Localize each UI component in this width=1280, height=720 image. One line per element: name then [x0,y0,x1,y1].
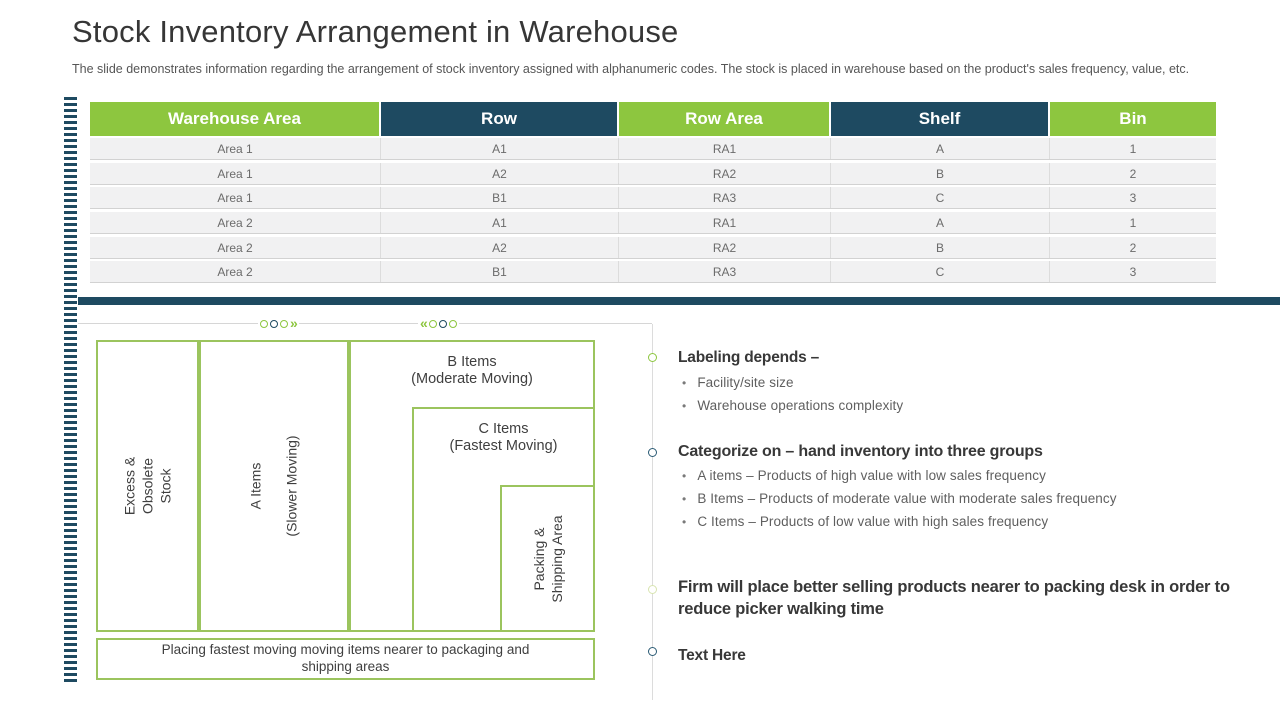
note-heading-labeling: Labeling depends – [678,349,820,366]
bullet-icon: • [682,469,687,483]
table-row: Area 2 A1 RA1 A 1 [90,212,1216,235]
bullet-item: • C Items – Products of low value with h… [682,514,1049,529]
zone-excess-obsolete: Excess & Obsolete Stock [96,340,199,632]
cell-row: A2 [381,236,619,258]
column-header-row: Row [381,102,619,136]
table-header-row: Warehouse Area Row Row Area Shelf Bin [90,102,1216,136]
circle-icon [270,319,278,328]
column-header-row-area: Row Area [619,102,831,136]
cell-shelf: B [831,162,1050,184]
cell-warehouse-area: Area 1 [90,162,381,184]
zone-excess-label: Excess & Obsolete Stock [121,456,174,516]
flow-left-icon: « [418,316,459,331]
cell-row: A1 [381,138,619,159]
cell-bin: 2 [1129,240,1137,255]
cell-row-area: RA2 [619,236,831,258]
column-header-bin: Bin [1050,102,1216,136]
note-bullets-categorize: • A items – Products of high value with … [682,468,1117,537]
cell-bin: 3 [1129,265,1137,280]
zone-a-items: A Items (Slower Moving) [199,340,349,632]
circle-icon [428,319,437,328]
cell-bin: 1 [1129,216,1137,231]
cell-row: B1 [381,261,619,283]
flow-right-icon: » [258,316,299,331]
cell-row: A1 [381,212,619,234]
cell-row: A2 [381,162,619,184]
zone-packing-shipping: Packing & Shipping Area [500,485,595,632]
table-row: Area 2 B1 RA3 C 3 [90,261,1216,284]
page-title: Stock Inventory Arrangement in Warehouse [72,14,679,49]
chevron-right-icon: » [290,315,298,331]
cell-bin: 1 [1129,142,1137,156]
cell-row-area: RA3 [619,187,831,209]
zone-a-label: A Items (Slower Moving) [247,435,300,537]
diagram-caption-box: Placing fastest moving moving items near… [96,638,595,680]
bullet-icon: • [682,515,687,529]
circle-icon [280,319,288,328]
section-marker-icon [648,585,657,594]
zone-c-label: C Items (Fastest Moving) [449,421,558,455]
zone-b-label: B Items (Moderate Moving) [411,354,533,388]
note-bullets-labeling: • Facility/site size • Warehouse operati… [682,375,903,421]
cell-shelf: B [831,236,1050,258]
stripe-decoration-bar [64,97,77,683]
section-marker-icon [648,647,657,656]
cell-row-area: RA1 [619,138,831,159]
bullet-icon: • [682,492,687,506]
slide-subtitle: The slide demonstrates information regar… [72,62,1190,76]
cell-shelf: C [831,187,1050,209]
column-header-warehouse-area: Warehouse Area [90,102,381,136]
table-row: Area 2 A2 RA2 B 2 [90,236,1216,259]
diagram-caption-text: Placing fastest moving moving items near… [161,642,530,674]
cell-warehouse-area: Area 1 [90,187,381,209]
cell-shelf: C [831,261,1050,283]
circle-icon [448,319,457,328]
bullet-item: • Warehouse operations complexity [682,398,904,413]
cell-warehouse-area: Area 2 [90,261,381,283]
cell-bin: 3 [1129,191,1137,206]
cell-shelf: A [831,138,1050,159]
chevron-left-icon: « [420,315,428,331]
column-header-shelf: Shelf [831,102,1050,136]
section-marker-icon [648,353,657,362]
bullet-item: • Facility/site size [682,375,794,390]
vertical-connector-line [652,324,653,700]
zone-packing-label: Packing & Shipping Area [530,514,565,603]
note-heading-text-here: Text Here [678,647,746,664]
section-marker-icon [648,448,657,457]
table-row: Area 1 B1 RA3 C 3 [90,187,1216,210]
table-row: Area 1 A2 RA2 B 2 [90,162,1216,185]
table-row: Area 1 A1 RA1 A 1 [90,138,1216,160]
cell-row-area: RA3 [619,261,831,283]
bullet-item: • B Items – Products of moderate value w… [682,491,1117,506]
note-heading-categorize: Categorize on – hand inventory into thre… [678,443,1043,460]
inventory-code-table: Warehouse Area Row Row Area Shelf Bin Ar… [90,102,1216,286]
cell-row-area: RA1 [619,212,831,234]
bullet-icon: • [682,376,687,390]
note-heading-firm-placement: Firm will place better selling products … [678,578,1230,619]
circle-icon [438,319,447,328]
cell-warehouse-area: Area 2 [90,236,381,258]
section-divider-bar [78,297,1280,305]
cell-row: B1 [381,187,619,209]
horizontal-connector-line [78,323,652,324]
circle-icon [260,319,268,328]
cell-bin: 2 [1129,166,1137,181]
cell-row-area: RA2 [619,162,831,184]
bullet-item: • A items – Products of high value with … [682,468,1046,483]
cell-shelf: A [831,212,1050,234]
cell-warehouse-area: Area 1 [90,138,381,159]
bullet-icon: • [682,399,687,413]
cell-warehouse-area: Area 2 [90,212,381,234]
